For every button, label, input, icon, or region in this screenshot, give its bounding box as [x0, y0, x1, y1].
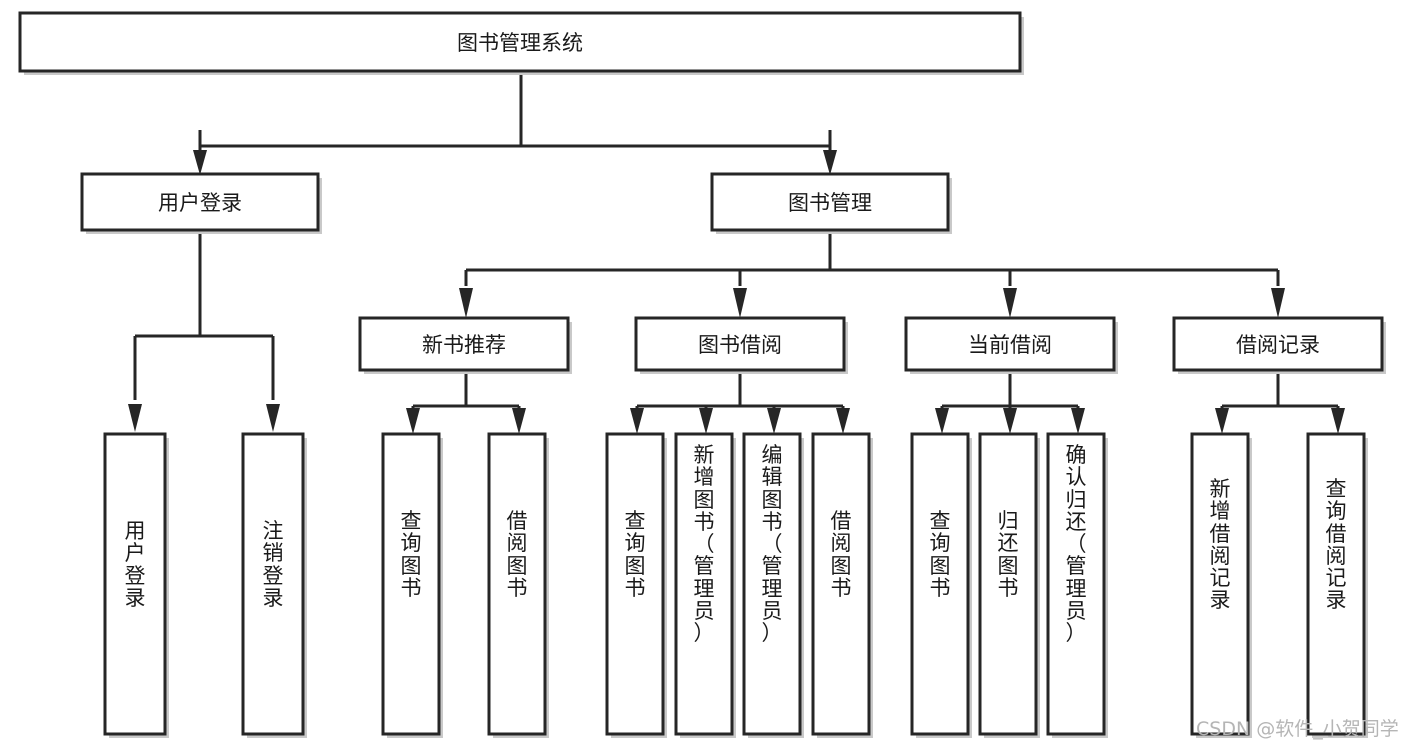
- arrow-user-login: [193, 150, 207, 175]
- user-login-node-label: 用户登录: [158, 191, 242, 215]
- user-login-node-box[interactable]: [80, 172, 320, 232]
- leaf-add-record-box[interactable]: [1190, 432, 1250, 736]
- arrow-new-book-recommend: [459, 288, 473, 318]
- arrow-leaf-borrow-book: [836, 408, 850, 434]
- new-book-recommend-node-label: 新书推荐: [422, 333, 506, 357]
- arrow-leaf-return-book: [1003, 408, 1017, 434]
- arrow-leaf-query-record: [1331, 408, 1345, 434]
- arrow-current-borrow: [1003, 288, 1017, 318]
- arrow-leaf-edit-book: [767, 408, 781, 434]
- arrow-book-manage: [823, 150, 837, 175]
- arrow-leaf-add-record: [1215, 408, 1229, 434]
- arrow-leaf-borrow-book-new: [512, 408, 526, 434]
- leaf-query-book-borrow-box[interactable]: [605, 432, 665, 736]
- current-borrow-node-box[interactable]: [904, 316, 1116, 372]
- leaf-query-book-current-box[interactable]: [910, 432, 970, 736]
- leaf-borrow-book-box[interactable]: [811, 432, 871, 736]
- leaf-borrow-book-new-box[interactable]: [487, 432, 547, 736]
- arrow-book-borrow: [733, 288, 747, 318]
- leaf-add-book-box[interactable]: [674, 432, 734, 736]
- arrow-leaf-logout: [266, 404, 280, 432]
- root-node-label: 图书管理系统: [457, 31, 583, 55]
- leaf-query-book-new-box[interactable]: [381, 432, 441, 736]
- arrow-leaf-user-login: [128, 404, 142, 432]
- arrow-borrow-record: [1271, 288, 1285, 318]
- book-manage-node-box[interactable]: [710, 172, 950, 232]
- leaf-logout-box[interactable]: [241, 432, 305, 736]
- leaf-edit-book-box[interactable]: [742, 432, 802, 736]
- new-book-recommend-node-box[interactable]: [358, 316, 570, 372]
- leaf-user-login-box[interactable]: [103, 432, 167, 736]
- leaf-confirm-return-box[interactable]: [1046, 432, 1106, 736]
- book-borrow-node-label: 图书借阅: [698, 333, 782, 357]
- borrow-record-node-box[interactable]: [1172, 316, 1384, 372]
- leaf-return-book-box[interactable]: [978, 432, 1038, 736]
- current-borrow-node-label: 当前借阅: [968, 333, 1052, 357]
- connector-layer: [128, 74, 1345, 434]
- arrow-leaf-add-book: [699, 408, 713, 434]
- root-node-box[interactable]: [18, 11, 1022, 73]
- arrow-leaf-confirm-return: [1071, 408, 1085, 434]
- leaf-query-record-box[interactable]: [1306, 432, 1366, 736]
- borrow-record-node-label: 借阅记录: [1236, 333, 1320, 357]
- arrow-leaf-query-book-borrow: [630, 408, 644, 434]
- book-borrow-node-box[interactable]: [634, 316, 846, 372]
- arrow-leaf-query-book-new: [406, 408, 420, 434]
- book-manage-node-label: 图书管理: [788, 191, 872, 215]
- node-layer: 图书管理系统 用户登录 图书管理 新书推荐 图书借阅 当前借阅 借阅记录: [18, 11, 1386, 738]
- arrow-leaf-query-book-current: [935, 408, 949, 434]
